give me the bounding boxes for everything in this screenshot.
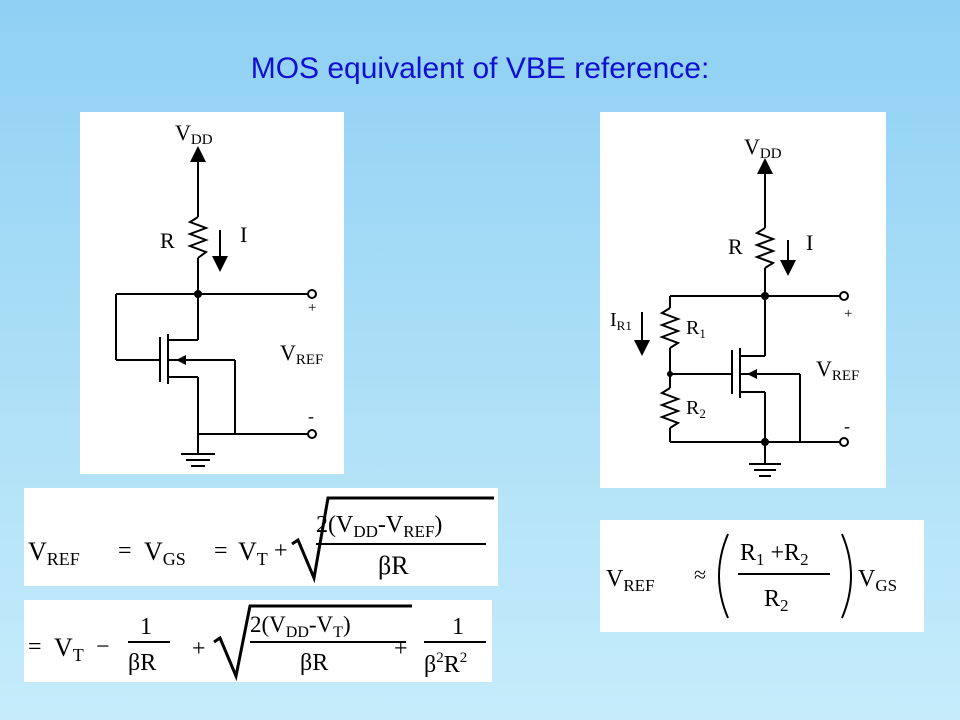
eq3-vgs: VGS: [858, 566, 897, 595]
eq2-frac1-den: βR: [128, 650, 156, 676]
slide-title: MOS equivalent of VBE reference:: [250, 52, 710, 85]
right-circuit-panel: VDD R I IR1 R1 R2 + - VREF: [600, 112, 886, 488]
equation-2: = VT − 1 βR + 2(VDD-VT) βR + 1 β2R2: [28, 604, 486, 682]
eq2-frac3-num: 1: [452, 614, 464, 640]
r1-label: R1: [686, 317, 706, 341]
equation-1: VREF = VGS = VT + 2(VDD-VREF) βR: [28, 496, 494, 584]
bottom-node-dot: [761, 438, 769, 446]
eq3-approx: ≈: [694, 562, 706, 587]
r-label: R: [728, 234, 743, 259]
minus-label: -: [844, 416, 850, 436]
mid-node-dot: [667, 371, 673, 377]
top-node-dot: [194, 290, 202, 298]
minus-label: -: [308, 406, 314, 426]
eq1-equals-1: =: [118, 538, 132, 564]
r-label: R: [160, 228, 175, 253]
eq2-frac3-den: β2R2: [424, 650, 467, 678]
vdd-arrow-icon: [757, 158, 773, 174]
eq1-vgs: VGS: [144, 537, 186, 569]
vdd-label: VDD: [744, 134, 782, 162]
eq2-frac1-num: 1: [140, 614, 152, 640]
eq3-lhs: VREF: [606, 566, 655, 595]
resistor-r: [187, 216, 209, 259]
vdd-label: VDD: [175, 120, 213, 148]
equation-3-panel: VREF ≈ R1+R2 R2 VGS: [600, 520, 924, 632]
r2-label: R2: [686, 397, 706, 421]
eq2-vt: VT: [54, 633, 84, 665]
plus-label: +: [308, 300, 316, 316]
i-label: I: [806, 230, 813, 255]
eq3-right-paren: [841, 533, 852, 619]
minus-terminal: [839, 437, 849, 447]
plus-terminal: [307, 289, 317, 299]
eq1-vt: VT: [238, 537, 268, 569]
eq2-equals: =: [28, 634, 42, 660]
body-arrow-icon: [747, 369, 757, 379]
vdd-arrow-icon: [190, 146, 206, 162]
right-circuit-diagram: VDD R I IR1 R1 R2 + - VREF: [610, 134, 859, 477]
eq3-left-paren: [718, 533, 729, 619]
eq2-denominator: βR: [300, 650, 328, 676]
eq1-numerator: 2(VDD-VREF): [316, 512, 442, 541]
current-arrow-head-icon: [780, 260, 796, 276]
eq3-numerator: R1+R2: [740, 540, 809, 569]
eq1-denominator: βR: [378, 551, 409, 580]
top-node-dot: [761, 292, 769, 300]
ir1-label: IR1: [610, 309, 632, 333]
resistor-r1: [659, 307, 681, 349]
equation-2-panel: = VT − 1 βR + 2(VDD-VT) βR + 1 β2R2: [24, 600, 492, 682]
resistor-r: [754, 227, 776, 269]
eq1-sqrt-sign: [291, 496, 494, 584]
eq2-minus: −: [96, 634, 110, 660]
eq1-plus: +: [274, 538, 288, 564]
vref-label: VREF: [280, 340, 323, 368]
resistor-r2: [659, 387, 681, 429]
eq3-denominator: R2: [764, 586, 789, 615]
left-circuit-diagram: VDD R I + - VREF: [115, 120, 323, 467]
plus-terminal: [839, 291, 849, 301]
eq1-lhs: VREF: [28, 537, 80, 569]
eq1-equals-2: =: [214, 538, 228, 564]
eq2-sqrt-sign: [213, 604, 412, 682]
vref-label: VREF: [816, 356, 859, 384]
equation-1-panel: VREF = VGS = VT + 2(VDD-VREF) βR: [24, 488, 498, 586]
eq2-plus-2: +: [394, 636, 408, 662]
plus-label: +: [844, 306, 852, 322]
current-arrow-head-icon: [212, 256, 228, 272]
equation-3: VREF ≈ R1+R2 R2 VGS: [606, 533, 897, 619]
minus-terminal: [307, 429, 317, 439]
eq2-plus-1: +: [192, 636, 206, 662]
body-arrow-icon: [176, 355, 186, 365]
i-label: I: [240, 222, 247, 247]
ir1-arrow-head-icon: [634, 340, 650, 356]
eq2-numerator: 2(VDD-VT): [250, 612, 351, 641]
left-circuit-panel: VDD R I + - VREF: [80, 112, 344, 474]
